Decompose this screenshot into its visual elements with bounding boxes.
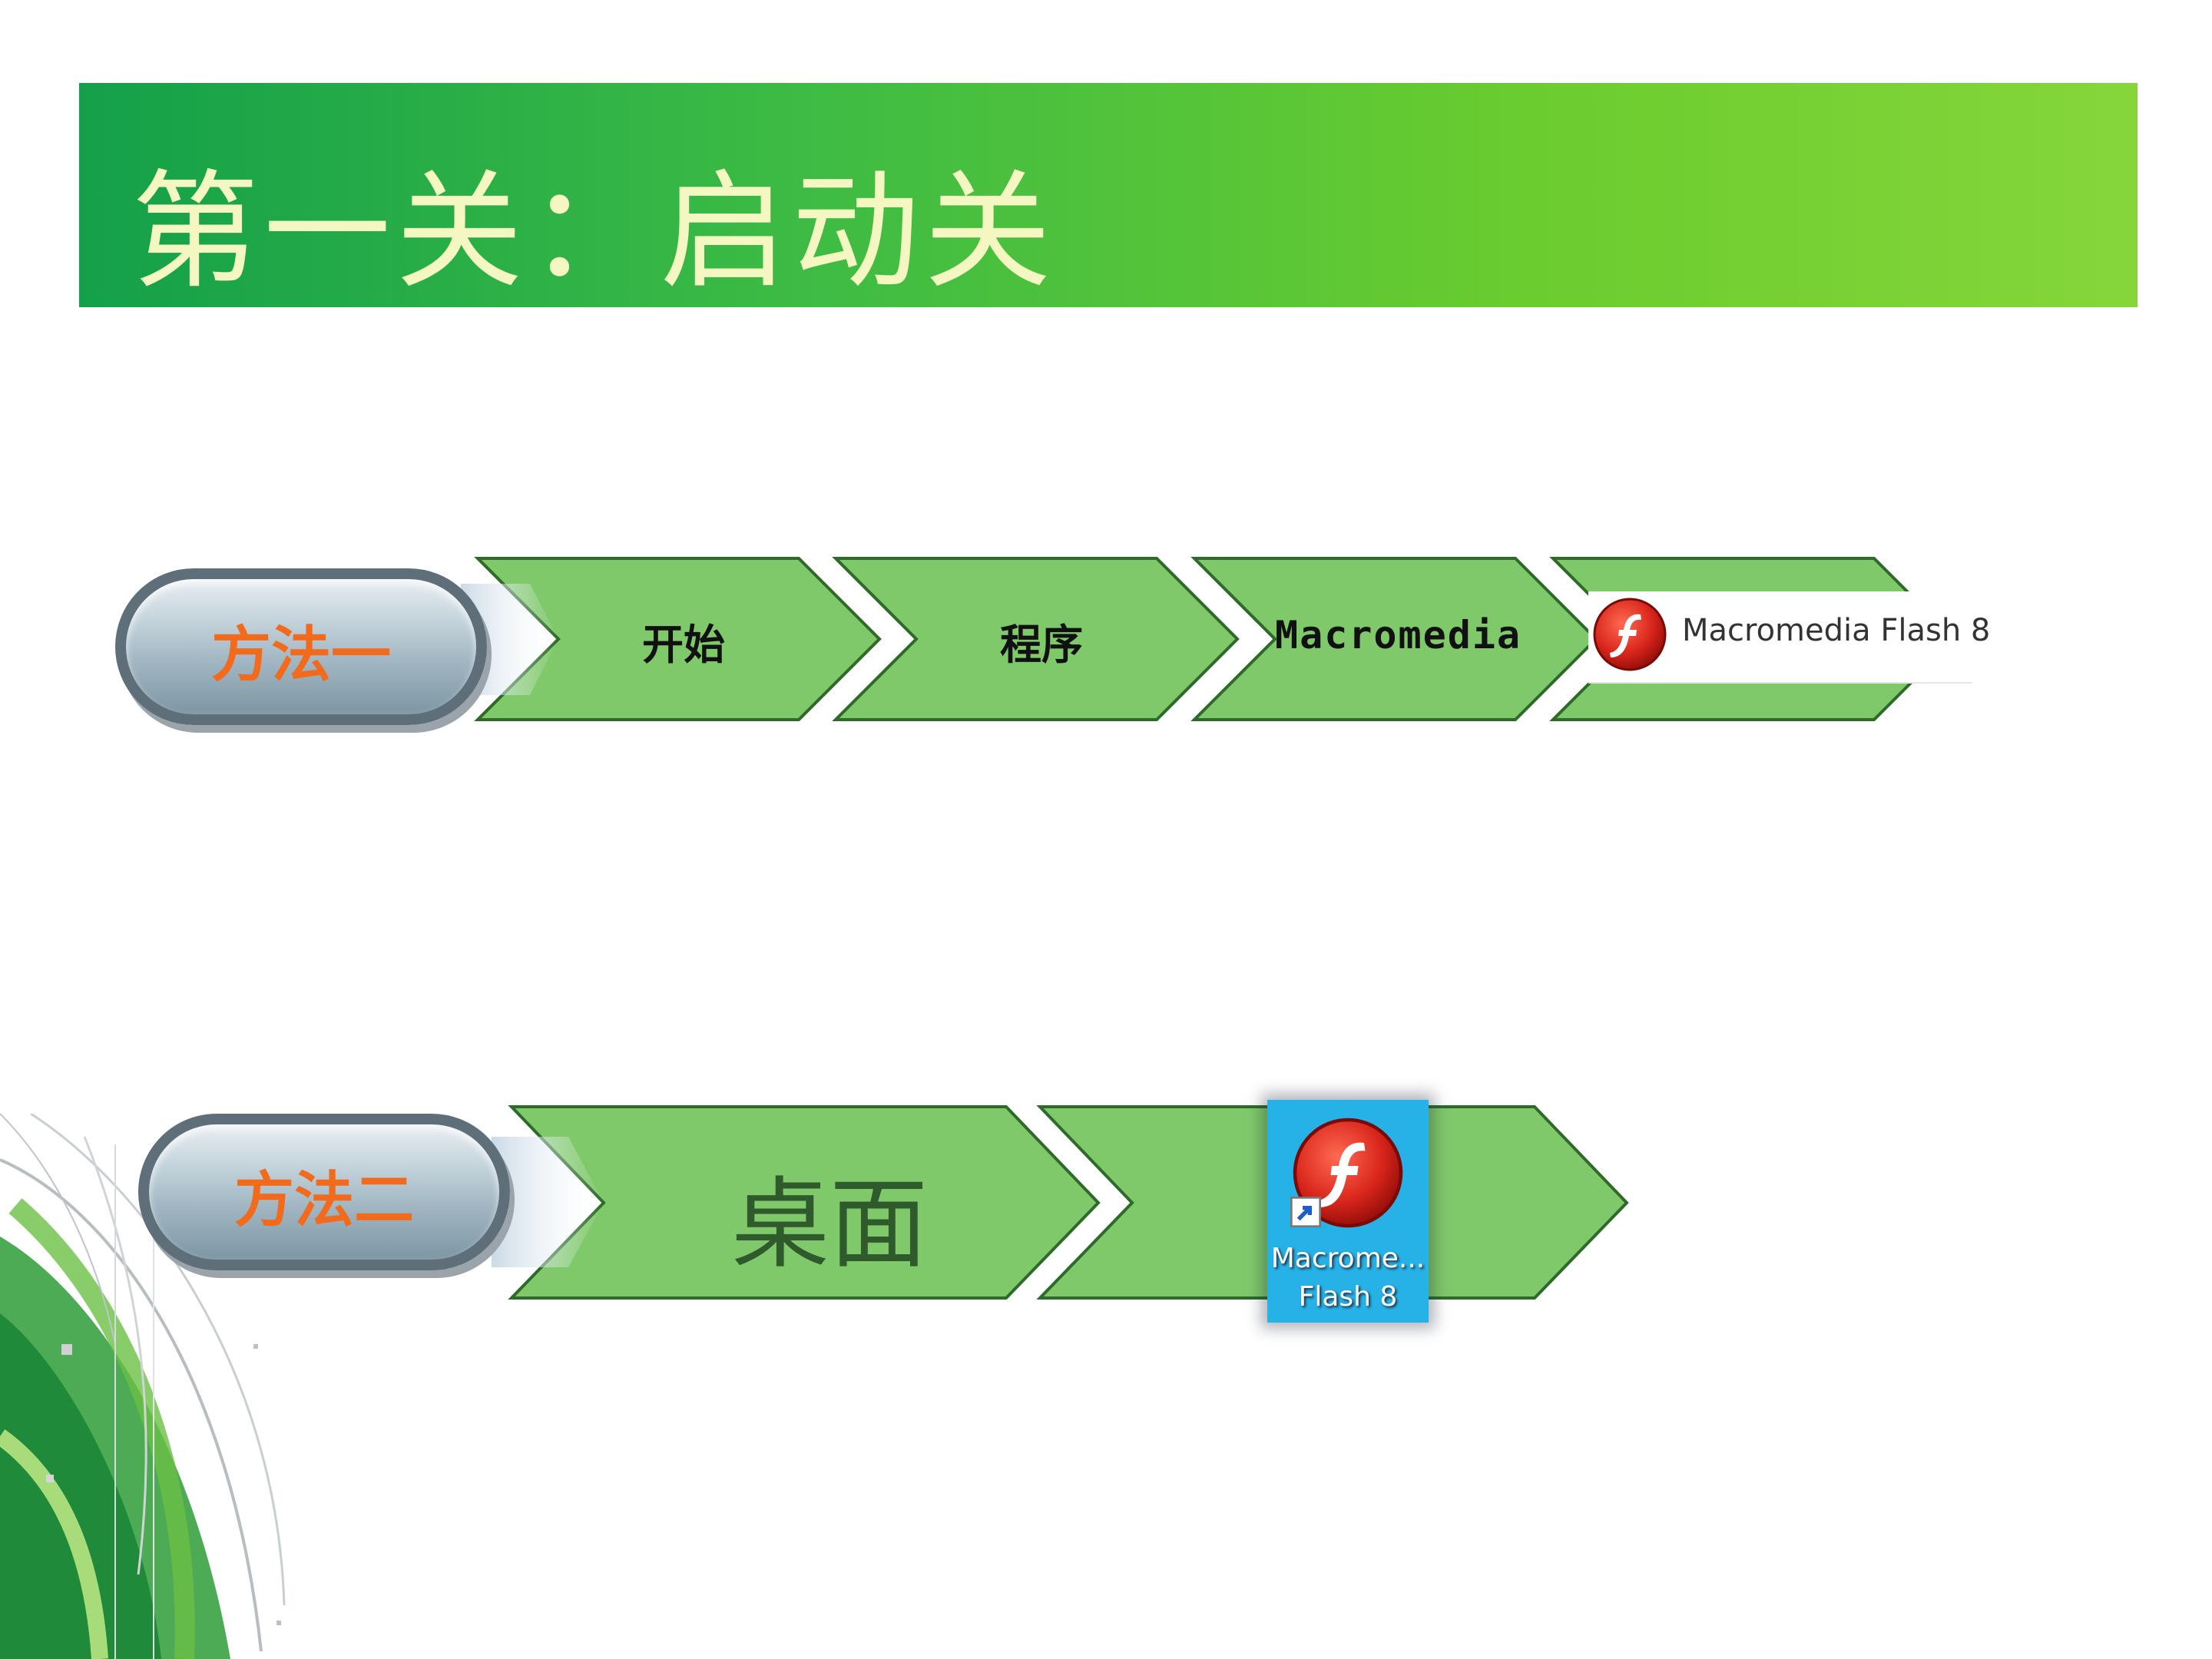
step-start-label: 开始 [642, 621, 725, 669]
method-two-label: 方法二 [233, 1166, 414, 1235]
flash-icon [1293, 1118, 1403, 1228]
desktop-icon-label-line1: Macrome... [1270, 1243, 1426, 1274]
method-two-pill: 方法二 [138, 1114, 510, 1270]
slide-title: 第一关：启动关 [131, 158, 1056, 306]
step-programs-label: 程序 [1000, 621, 1083, 669]
title-banner: 第一关：启动关 [79, 83, 2137, 307]
method-one-label: 方法一 [210, 621, 391, 690]
decorative-swirl [0, 1114, 286, 1659]
chevron-programs [832, 557, 1240, 721]
step-desktop-label: 桌面 [730, 1167, 928, 1282]
chevron-macromedia [1190, 557, 1598, 721]
step-macromedia-label: Macromedia [1275, 613, 1522, 657]
desktop-shortcut-icon[interactable]: Macrome... Flash 8 [1267, 1100, 1429, 1323]
start-menu-item-label: Macromedia Flash 8 [1682, 613, 1991, 648]
pill-glint-2 [492, 1137, 604, 1267]
flash-icon [1593, 598, 1667, 671]
pill-glint-1 [461, 584, 558, 695]
shortcut-arrow-icon [1290, 1197, 1321, 1227]
desktop-icon-label-line2: Flash 8 [1298, 1281, 1398, 1313]
method-one-pill: 方法一 [115, 568, 487, 725]
